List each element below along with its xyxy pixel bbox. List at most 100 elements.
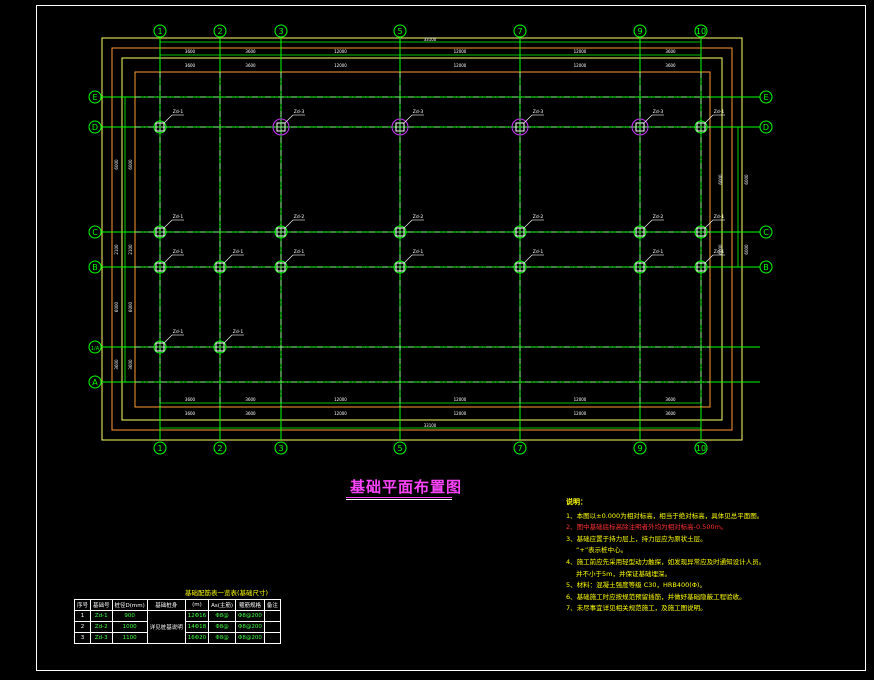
- axis-bubble-left: [88, 375, 102, 389]
- pile-cap: [515, 262, 525, 272]
- axis-label-left: C: [92, 228, 98, 237]
- schedule-cell: Zd-2: [90, 621, 113, 633]
- pile-ring: [694, 260, 708, 274]
- axis-label-top: 3: [278, 27, 283, 36]
- dim-text-top-overall: 33100: [424, 37, 437, 42]
- note-item: 4、施工前应先采用轻型动力触探，如发现异常应及时通知设计人员。: [566, 557, 766, 566]
- pile-ring: [633, 260, 647, 274]
- pile-label: Zd-1: [233, 249, 244, 255]
- schedule-title: 基础配筋表一览表(基础尺寸): [185, 589, 269, 597]
- axis-label-bottom: 2: [217, 444, 222, 453]
- schedule-cell: [263, 610, 281, 622]
- note-item: 1、本图以±0.000为相对标高，相当于绝对标高，具体见总平面图。: [566, 511, 764, 520]
- axis-bubble-top: [213, 24, 227, 38]
- leader-line: [643, 254, 653, 264]
- pile-ring: [513, 225, 527, 239]
- leader-line: [704, 219, 714, 229]
- axis-bubble-top: [153, 24, 167, 38]
- pile-ring: [153, 260, 167, 274]
- dim-text-bottom-2: 12000: [334, 411, 347, 416]
- pile-ring: [274, 225, 288, 239]
- dim-text-bottom-overall: 33100: [424, 423, 437, 428]
- dim-text-bottom: 12000: [574, 397, 587, 402]
- axis-bubble-top: [694, 24, 708, 38]
- leader-line: [523, 254, 533, 264]
- dim-text-bottom: 12000: [454, 397, 467, 402]
- axis-label-top: 2: [217, 27, 222, 36]
- schedule-header-cell: 备注: [263, 599, 281, 611]
- pile-ring: [213, 260, 227, 274]
- pile-cap: [276, 262, 286, 272]
- leader-line: [704, 114, 714, 124]
- pile-cap: [696, 262, 706, 272]
- pile-ring: [393, 225, 407, 239]
- schedule-cell: [263, 621, 281, 633]
- axis-bubble-right: [759, 225, 773, 239]
- dim-text-bottom-2: 3600: [665, 411, 676, 416]
- pile-cap: [155, 227, 165, 237]
- pile-label: Zd-2: [653, 214, 664, 220]
- note-item: 3、基础应置于持力层上，持力层应为原状土层。: [566, 534, 707, 543]
- axis-label-bottom: 9: [637, 444, 642, 453]
- note-item: 2、图中基础底标高除注明者外均为相对标高-0.500m。: [566, 523, 728, 532]
- axis-bubble-right: [759, 90, 773, 104]
- pile-cap: [515, 227, 525, 237]
- note-item: 并不小于5m，并保证基础埋深。: [576, 569, 671, 578]
- axis-bubble-bottom: [274, 441, 288, 455]
- pile-label: Zd-1: [714, 249, 725, 255]
- axis-bubble-left: [88, 340, 102, 354]
- leader-line: [284, 114, 294, 124]
- pile-ring: [272, 118, 290, 136]
- axis-label-top: 10: [696, 27, 706, 36]
- outline-outer: [101, 37, 743, 441]
- pile-label: Zd-2: [413, 214, 424, 220]
- dim-text-top: 12000: [574, 49, 587, 54]
- pile-ring: [391, 118, 409, 136]
- axis-bubble-top: [633, 24, 647, 38]
- dim-text-left-2: 6000: [128, 301, 133, 312]
- leader-line: [643, 114, 653, 124]
- title-underline-2: [346, 499, 452, 500]
- dim-text-left-2: 6000: [128, 159, 133, 170]
- axis-bubble-left: [88, 260, 102, 274]
- pile-label: Zd-3: [653, 109, 664, 115]
- pile-label: Zd-1: [173, 249, 184, 255]
- axis-bubble-top: [393, 24, 407, 38]
- pile-label: Zd-2: [294, 214, 305, 220]
- pile-cap: [515, 122, 525, 132]
- axis-label-top: 5: [397, 27, 402, 36]
- pile-ring: [153, 120, 167, 134]
- dim-text-top-inner: 12000: [334, 63, 347, 68]
- pile-ring: [513, 260, 527, 274]
- schedule-cell: Φ8@: [208, 621, 237, 633]
- pile-label: Zd-3: [533, 109, 544, 115]
- pile-ring: [153, 225, 167, 239]
- dim-text-bottom: 3600: [245, 397, 256, 402]
- pile-ring: [694, 120, 708, 134]
- dim-text-left-2: 3600: [128, 359, 133, 370]
- dim-text-top-inner: 3600: [185, 63, 196, 68]
- schedule-header-cell: (m): [184, 599, 210, 611]
- axis-label-bottom: 10: [696, 444, 706, 453]
- dim-text-top: 12000: [454, 49, 467, 54]
- axis-label-left: D: [92, 123, 98, 132]
- dim-text-top: 3600: [185, 49, 196, 54]
- axis-label-left: 1/A: [91, 346, 100, 352]
- pile-label: Zd-1: [413, 249, 424, 255]
- dim-text-top-inner: 12000: [574, 63, 587, 68]
- outline-2: [111, 47, 733, 431]
- schedule-cell: [263, 632, 281, 644]
- axis-label-bottom: 5: [397, 444, 402, 453]
- leader-line: [223, 254, 233, 264]
- pile-label: Zd-3: [413, 109, 424, 115]
- axis-bubble-left: [88, 90, 102, 104]
- axis-label-right: E: [763, 93, 768, 102]
- schedule-cell: Φ8@: [208, 610, 237, 622]
- dim-text-bottom: 3600: [185, 397, 196, 402]
- axis-label-top: 1: [157, 27, 162, 36]
- leader-line: [163, 254, 173, 264]
- dim-text-left-2: 2100: [128, 244, 133, 255]
- leader-line: [284, 219, 294, 229]
